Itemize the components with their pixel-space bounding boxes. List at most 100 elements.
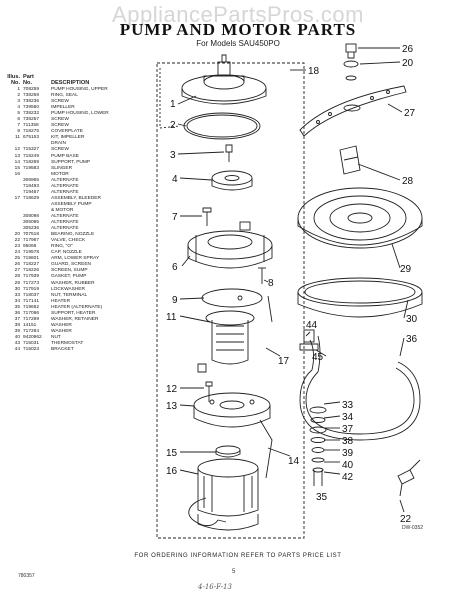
part-description: COVERPLATE [51, 129, 83, 135]
part-description: BEARING, NOZZLE [51, 232, 95, 238]
illus-number: 36 [14, 310, 20, 316]
illus-number: 2 [17, 93, 20, 99]
callout-38: 38 [342, 436, 354, 447]
part-description: WASHER [51, 322, 72, 328]
callout-18: 18 [308, 66, 320, 77]
thermostat-part [299, 329, 319, 351]
illus-number: 40 [14, 334, 20, 340]
part-number: 717284 [23, 328, 40, 334]
part-description: SCREW [51, 123, 69, 129]
part-description: BRACKET [51, 347, 74, 353]
callout-28: 28 [402, 176, 414, 187]
callout-26: 26 [402, 44, 414, 55]
lower-pump-housing-part [187, 221, 273, 269]
illus-number: 15 [14, 165, 20, 171]
illus-number: 14 [14, 159, 20, 165]
part-number: 738232 [23, 111, 40, 117]
callout-1: 1 [170, 99, 176, 110]
illus-number: 7 [17, 123, 20, 129]
parts-table-row: & MOTOR [6, 208, 158, 214]
part-description: ALTERNATE [51, 226, 79, 232]
pump-support-part [259, 419, 273, 479]
part-number: 95068 [23, 244, 37, 250]
illus-number: 34 [14, 298, 20, 304]
part-number: 707518 [23, 232, 40, 238]
illus-number: 8 [17, 129, 20, 135]
check-valve-part [397, 459, 421, 497]
illus-number: 1 [17, 87, 20, 92]
callout-6: 6 [172, 262, 178, 273]
parts-table-header: Illus. No. Part No. DESCRIPTION [6, 74, 158, 87]
illus-number: 16 [14, 171, 20, 177]
part-description: SCREW [51, 147, 69, 153]
nozzle-cap-part [345, 43, 357, 59]
impeller-drain-kit-part [197, 310, 255, 373]
nozzle-o-ring-part [345, 75, 357, 81]
document-number: 780357 [18, 573, 35, 579]
part-number: 717987 [23, 238, 40, 244]
callout-40: 40 [342, 460, 354, 471]
motor-part [188, 458, 259, 531]
callout-8: 8 [268, 278, 274, 289]
illus-number: 39 [14, 328, 20, 334]
callout-37: 37 [342, 424, 354, 435]
callout-27: 27 [404, 108, 416, 119]
part-description: PUMP BASE [51, 153, 79, 159]
callout-7: 7 [172, 212, 178, 223]
callout-3: 3 [170, 150, 176, 161]
illus-number: 6 [17, 117, 20, 123]
illus-number: 17 [14, 195, 20, 201]
screw-part-12 [205, 381, 213, 402]
part-number: 718249 [23, 153, 40, 159]
part-number: 14151 [23, 322, 37, 328]
illus-number: 24 [14, 250, 20, 256]
part-description: PUMP HOUSING, LOWER [51, 111, 109, 117]
callout-39: 39 [342, 448, 354, 459]
part-number: 717289 [23, 316, 40, 322]
part-description: ALTERNATE [51, 189, 79, 195]
part-number: 717273 [23, 280, 40, 286]
callout-13: 13 [166, 401, 178, 412]
part-number: 717919 [23, 286, 40, 292]
lower-spray-arm-part [299, 85, 407, 137]
illus-number: 20 [14, 232, 20, 238]
callout-4: 4 [172, 174, 178, 185]
illus-number: 3 [17, 99, 20, 105]
illus-number: 13 [14, 153, 20, 159]
page-number: 5 [232, 569, 236, 575]
callout-20: 20 [402, 58, 414, 69]
part-description: ALTERNATE [51, 183, 79, 189]
illus-number: 26 [14, 262, 20, 268]
part-number: 718269 [23, 159, 40, 165]
part-number: 715023 [23, 347, 40, 353]
upper-pump-housing-part [181, 54, 267, 105]
seal-ring-part [183, 112, 261, 140]
part-number: 719652 [23, 304, 40, 310]
part-description: IMPELLER [51, 105, 75, 111]
part-description: WASHER, RETAINER [51, 316, 99, 322]
part-number: 711358 [23, 123, 39, 129]
ordering-info-footer: FOR ORDERING INFORMATION REFER TO PARTS … [134, 553, 342, 559]
part-number: 718037 [23, 292, 40, 298]
part-description: ALTERNATE [51, 213, 79, 219]
screw-part-3 [225, 144, 233, 162]
watermark: AppliancePartsPros.com [112, 2, 364, 27]
part-description: SUPPORT, PUMP [51, 159, 91, 165]
